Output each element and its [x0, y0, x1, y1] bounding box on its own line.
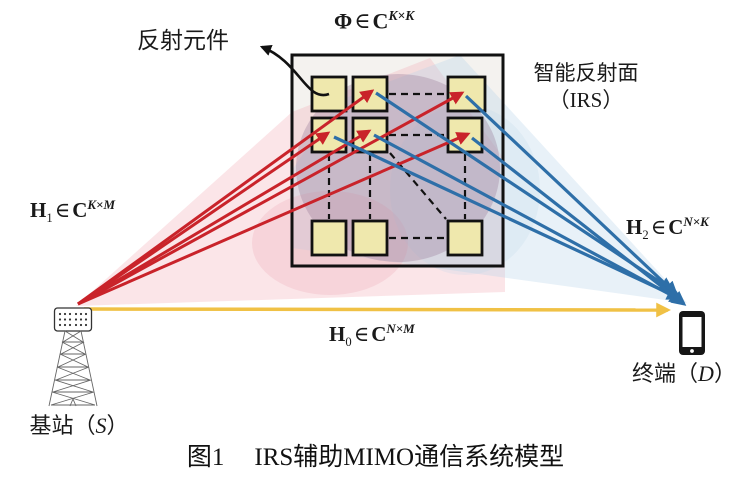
terminal-label: 终端（D） — [632, 361, 736, 386]
base-station-label: 基站（S） — [29, 413, 129, 438]
tower-lattice — [48, 330, 98, 407]
h1-channel-label: H1∈CK×M — [30, 197, 116, 226]
figure-number: 图1 — [186, 444, 225, 471]
reflecting-element — [310, 219, 348, 257]
irs-label-line2: （IRS） — [548, 88, 624, 113]
phi-matrix-label: Φ∈CK×K — [334, 8, 415, 34]
reflected-beam-fan — [292, 55, 687, 303]
reflecting-element — [446, 75, 487, 113]
figure-title: IRS辅助MIMO通信系统模型 — [254, 444, 565, 471]
h0-channel-label: H0∈CN×M — [329, 321, 415, 350]
reflected-link-arrows — [333, 91, 687, 306]
phi-symbol: Φ — [334, 8, 353, 34]
irs-label: 智能反射面 （IRS） — [510, 60, 662, 115]
incident-link-arrows — [77, 89, 471, 306]
curved-arrow-icon — [259, 45, 330, 97]
smartphone-icon — [679, 311, 705, 355]
cell-tower-icon — [48, 307, 98, 407]
antenna-array-dots — [58, 312, 88, 327]
reflecting-element — [351, 219, 389, 257]
figure-caption: 图1 IRS辅助MIMO通信系统模型 — [0, 443, 751, 473]
reflecting-element — [446, 219, 484, 257]
direct-link-arrow — [83, 302, 671, 318]
irs-label-line1: 智能反射面 — [533, 61, 639, 85]
reflecting-element-label: 反射元件 — [137, 28, 229, 53]
h2-channel-label: H2∈CN×K — [626, 214, 709, 243]
